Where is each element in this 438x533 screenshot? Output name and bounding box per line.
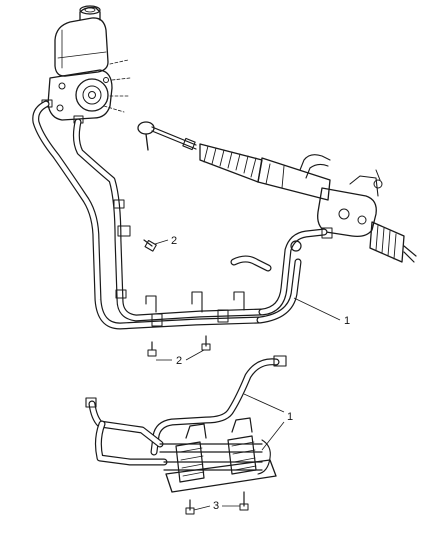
reservoir-and-pump bbox=[41, 5, 131, 124]
bolts-lower-pair bbox=[147, 335, 211, 357]
cooler-assembly bbox=[85, 355, 287, 515]
bolt-upper bbox=[143, 239, 157, 252]
callout-3: 3 bbox=[213, 500, 219, 512]
callout-2-lower: 2 bbox=[176, 355, 182, 367]
steering-rack bbox=[137, 121, 417, 263]
upper-hose-assembly bbox=[32, 100, 333, 330]
callout-2-upper: 2 bbox=[171, 235, 177, 247]
leader-lines bbox=[154, 239, 341, 511]
callout-1-lower: 1 bbox=[287, 411, 293, 423]
callout-1-upper: 1 bbox=[344, 315, 350, 327]
